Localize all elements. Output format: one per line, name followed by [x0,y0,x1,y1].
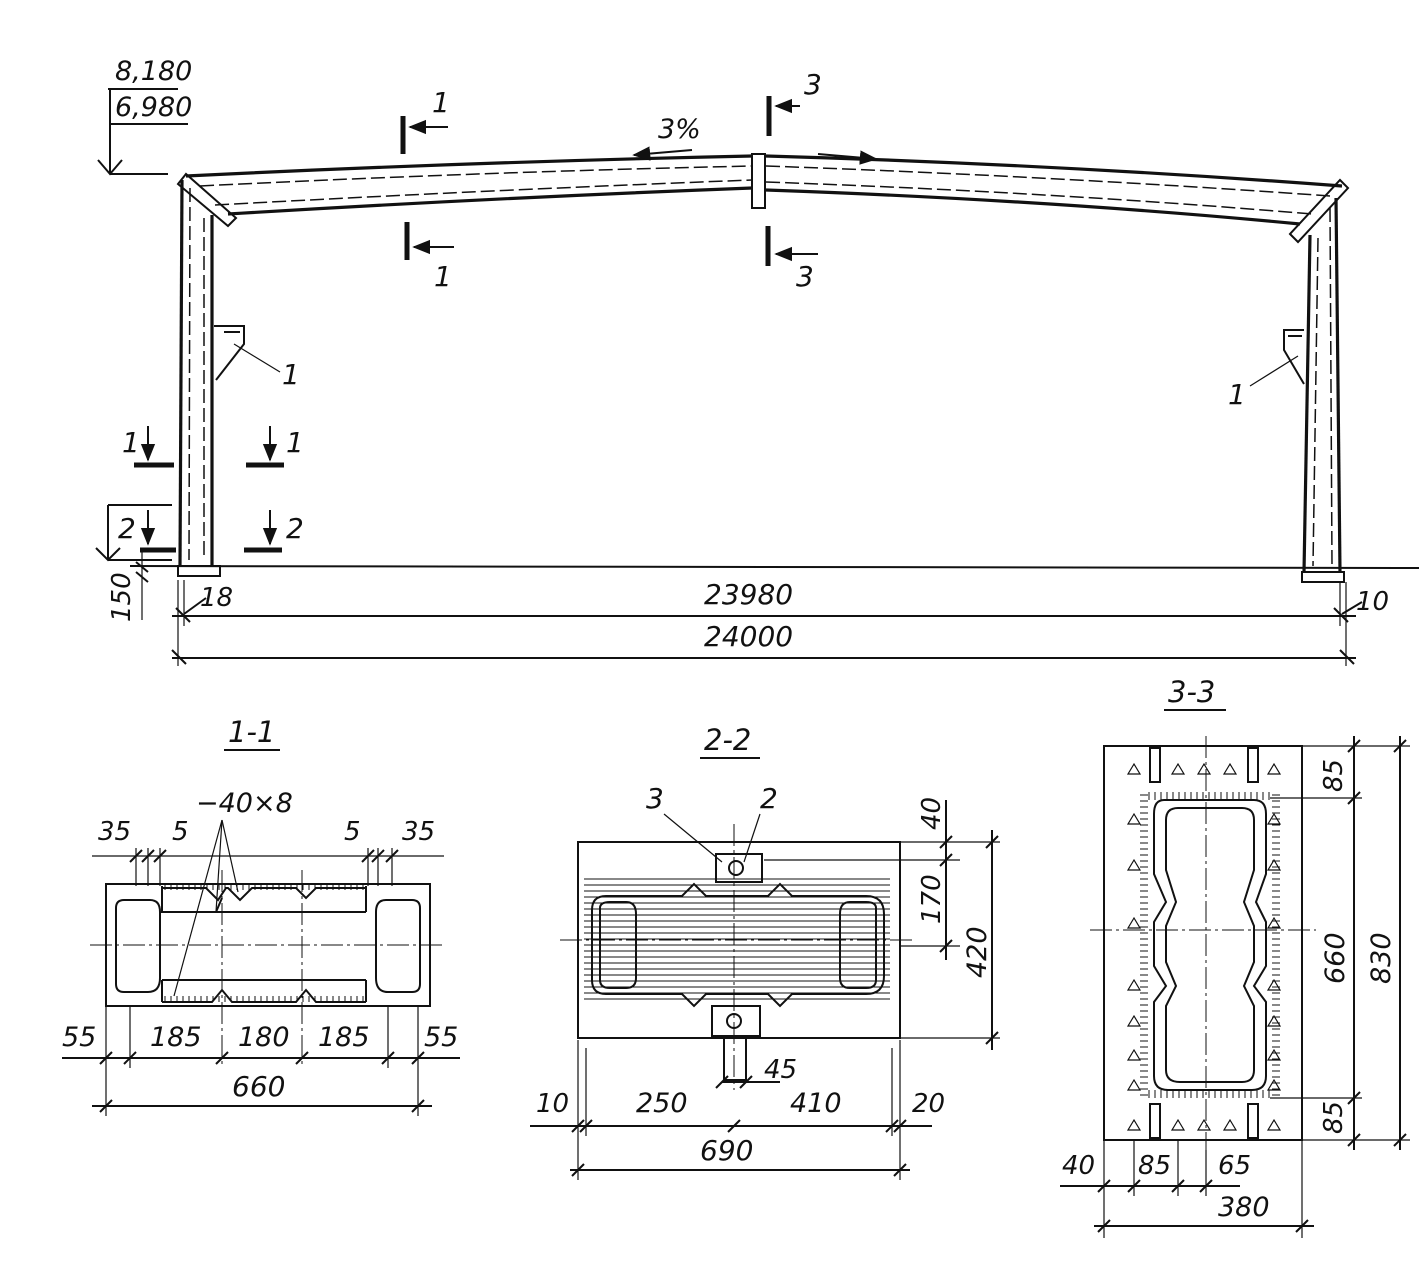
section-2-2-title: 2-2 [704,723,751,757]
plate-callout: −40×8 [196,788,293,819]
bracket-callout-left: 1 [282,358,300,391]
base-level: 150 [95,504,1419,622]
base-offset: 150 [107,572,137,622]
svg-text:660: 660 [1320,932,1351,984]
svg-text:830: 830 [1366,932,1397,984]
svg-text:5: 5 [172,817,189,847]
section-mark-1-rafter: 1 1 [400,86,454,293]
section-mark-2-column: 2 2 [118,510,304,553]
right-crane-bracket: 1 [1228,329,1305,411]
svg-text:40: 40 [917,797,947,830]
right-gap: 10 [1356,587,1389,617]
section-mark-3-ridge: 3 3 [765,68,822,293]
frame-elevation: 8,180 6,980 1 [95,56,1419,666]
outer-span: 24000 [704,620,793,653]
svg-text:250: 250 [636,1088,688,1119]
section-1-1: 1-1 −40×8 [62,715,460,1116]
svg-text:2: 2 [286,512,304,545]
right-column: 1 [1228,178,1350,583]
top-level-mark: 8,180 [115,56,192,87]
svg-text:420: 420 [962,926,993,978]
svg-text:3: 3 [796,260,814,293]
inner-span: 23980 [704,578,793,611]
section-3-3-total: 380 [1218,1192,1270,1223]
svg-text:2: 2 [118,512,136,545]
svg-text:2: 2 [760,782,778,815]
svg-text:65: 65 [1218,1151,1251,1181]
bottom-plate [162,996,368,1002]
section-1-1-total: 660 [232,1070,285,1103]
svg-text:1: 1 [122,426,140,459]
svg-text:185: 185 [318,1022,370,1053]
top-plate [162,884,368,890]
left-crane-bracket: 1 [214,325,300,391]
svg-text:35: 35 [402,817,435,847]
section-2-2-total: 690 [700,1134,753,1167]
section-mark-1-column: 1 1 [122,426,304,468]
svg-text:410: 410 [790,1088,842,1119]
svg-text:20: 20 [912,1089,945,1119]
bolt-markers [1126,762,1282,1131]
left-gap: 18 [200,583,233,613]
svg-text:1: 1 [434,260,452,293]
bracket-callout-right: 1 [1228,378,1246,411]
svg-text:55: 55 [424,1022,458,1053]
eave-level-mark: 6,980 [115,92,192,123]
svg-text:10: 10 [536,1089,569,1119]
svg-text:35: 35 [98,817,131,847]
svg-text:85: 85 [1138,1151,1171,1181]
svg-text:85: 85 [1319,1101,1349,1134]
svg-text:185: 185 [150,1022,202,1053]
section-3-3-title: 3-3 [1168,675,1215,709]
svg-text:3: 3 [646,782,664,815]
rafters [185,153,1343,226]
svg-text:3: 3 [804,68,822,101]
span-dimensions: 18 10 23980 24000 [171,578,1389,666]
svg-text:85: 85 [1319,759,1349,792]
roof-slope: 3% [658,114,701,145]
svg-text:1: 1 [286,426,304,459]
svg-text:5: 5 [344,817,361,847]
flange-plate [1103,745,1303,1141]
section-3-3: 3-3 8 [1060,675,1410,1238]
section-2-2: 2-2 3 2 40 170 420 [530,723,1000,1180]
section-1-1-title: 1-1 [228,715,275,749]
svg-text:40: 40 [1062,1151,1095,1181]
svg-text:180: 180 [238,1022,290,1053]
left-column: 1 [176,172,300,577]
svg-text:170: 170 [917,874,947,924]
level-marks: 8,180 6,980 [97,56,192,176]
svg-text:55: 55 [62,1022,96,1053]
svg-text:1: 1 [432,86,450,119]
svg-text:45: 45 [764,1055,797,1085]
